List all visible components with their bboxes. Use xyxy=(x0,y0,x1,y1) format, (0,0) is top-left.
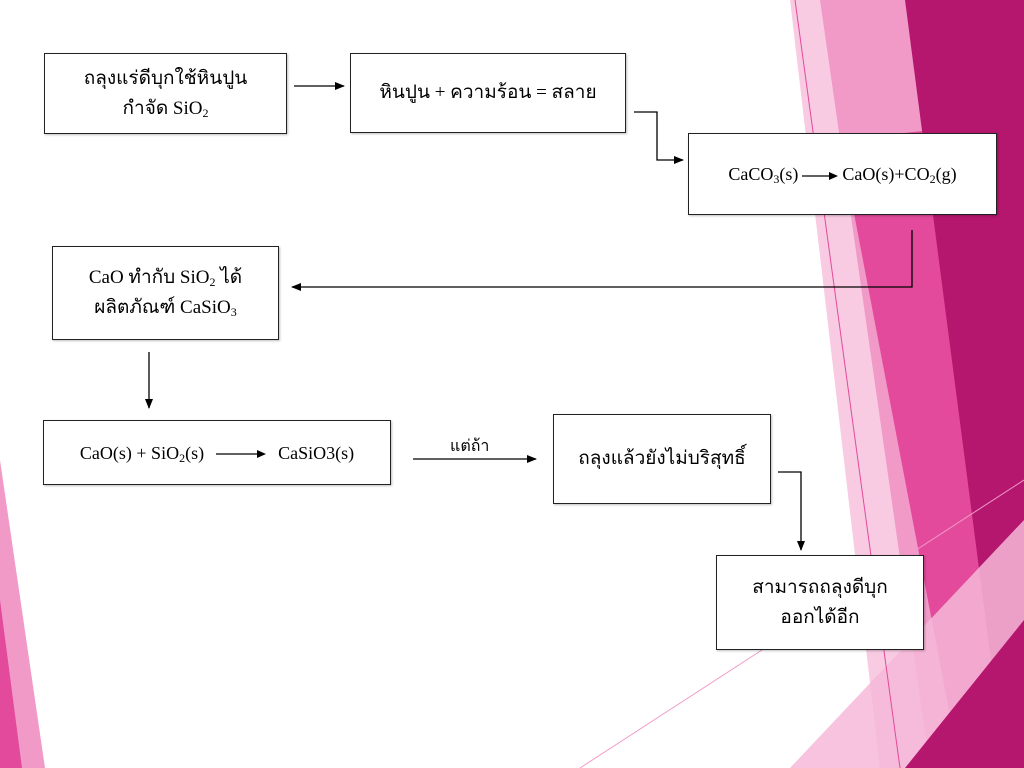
step-box-smelt-again: สามารถถลุงดีบุก ออกได้อีก xyxy=(716,555,924,650)
step-box-caco3-decomposition: CaCO3(s)CaO(s)+CO2(g) xyxy=(688,133,997,215)
step-box-still-impure: ถลุงแล้วยังไม่บริสุทธิ์ xyxy=(553,414,771,504)
box3-equation: CaCO3(s)CaO(s)+CO2(g) xyxy=(728,164,957,186)
box5-equation: CaO(s) + SiO2(s)CaSiO3(s) xyxy=(79,442,355,465)
box2-text: หินปูน + ความร้อน = สลาย xyxy=(379,82,597,103)
box1-line2: กำจัด SiO2 xyxy=(122,97,209,120)
step-box-casio3-equation: CaO(s) + SiO2(s)CaSiO3(s) xyxy=(43,420,391,485)
reaction-arrow-icon xyxy=(216,450,267,459)
arrow-label-if: แต่ถ้า xyxy=(450,438,490,455)
reaction-arrow-icon xyxy=(802,171,839,180)
box4-line2: ผลิตภัณฑ์ CaSiO3 xyxy=(94,297,237,319)
step-box-cao-sio2-product: CaO ทำกับ SiO2 ได้ ผลิตภัณฑ์ CaSiO3 xyxy=(52,246,279,340)
step-box-limestone-heat: หินปูน + ความร้อน = สลาย xyxy=(350,53,626,133)
step-box-use-limestone: ถลุงแร่ดีบุกใช้หินปูน กำจัด SiO2 xyxy=(44,53,287,134)
box7-line1: สามารถถลุงดีบุก xyxy=(752,576,888,598)
left-stripe-dark xyxy=(0,600,22,768)
box6-text: ถลุงแล้วยังไม่บริสุทธิ์ xyxy=(578,448,746,469)
box7-line2: ออกได้อีก xyxy=(780,606,860,628)
bottom-right-triangle-dark xyxy=(905,620,1024,768)
box4-line1: CaO ทำกับ SiO2 ได้ xyxy=(88,267,243,289)
box1-line1: ถลุงแร่ดีบุกใช้หินปูน xyxy=(83,67,248,89)
